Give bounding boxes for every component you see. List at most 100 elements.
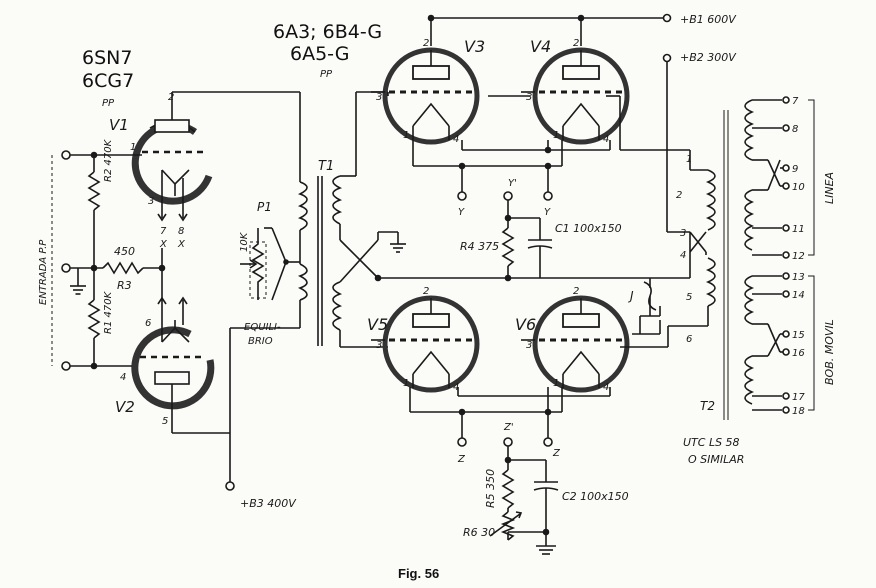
v12-pp: PP xyxy=(102,98,115,109)
tube-v4-pin-2: 3 xyxy=(526,92,532,103)
t2-12: 12 xyxy=(792,251,805,262)
v2-labels: V2 6 4 5 xyxy=(115,318,168,427)
input-network xyxy=(51,150,166,371)
v1-pin2: 2 xyxy=(168,92,174,103)
t2-p3: 3 xyxy=(680,228,686,239)
tube-v3-pin-3: 1 xyxy=(403,130,409,141)
upper-bias-wiring xyxy=(412,140,611,278)
b2-label: +B2 300V xyxy=(680,51,737,64)
notes: UTC LS 58 O SIMILAR Fig. 56 xyxy=(398,436,744,581)
b1-label: +B1 600V xyxy=(680,13,737,26)
b3-label: +B3 400V xyxy=(240,497,297,510)
tube-v6-pin-4: 4 xyxy=(603,382,609,393)
t2-9: 9 xyxy=(792,164,798,175)
lower-bias-labels: Z Z Z' R5 350 R6 30 C2 100x150 xyxy=(457,422,629,539)
t2-7: 7 xyxy=(792,96,799,107)
output-tubes: 2 3 1 4 2 3 1 4 2 3 1 4 2 3 1 4 xyxy=(371,38,630,393)
v6-label: V6 xyxy=(515,315,536,334)
y1: Y xyxy=(458,207,465,218)
bob-label: BOB. MOVIL xyxy=(823,319,836,385)
v1-pin1: 1 xyxy=(130,142,136,153)
tube-v3: 2 3 1 4 xyxy=(371,38,480,145)
v3456-type-1: 6A3; 6B4-G xyxy=(273,21,382,43)
v4-label: V4 xyxy=(530,37,551,56)
y-prime: Y' xyxy=(508,178,517,189)
tube-v4-pin-1: 2 xyxy=(573,38,579,49)
t2-p4: 4 xyxy=(680,250,686,261)
v1-xa: X xyxy=(159,239,168,250)
tube-v2 xyxy=(131,296,230,434)
v1-x7: 7 xyxy=(160,226,167,237)
lower-bias-wiring xyxy=(409,387,611,555)
tube-v4: 2 3 1 4 xyxy=(521,38,630,145)
tube-v1 xyxy=(131,91,230,222)
v1-labels: V1 2 1 3 7 8 X X xyxy=(109,92,186,250)
v5-label: V5 xyxy=(367,315,388,334)
tube-v4-pin-4: 4 xyxy=(603,134,609,145)
tube-v6-pin-3: 1 xyxy=(553,378,559,389)
tube-v3-pin-2: 3 xyxy=(376,92,382,103)
utc-note: UTC LS 58 xyxy=(683,436,740,449)
linea-label: LINEA xyxy=(823,172,836,204)
y2: Y xyxy=(544,207,551,218)
t2-8: 8 xyxy=(792,124,798,135)
t2-10: 10 xyxy=(792,182,805,193)
t2-15: 15 xyxy=(792,330,805,341)
tube-v5-pin-1: 2 xyxy=(423,286,429,297)
v12-type-2: 6CG7 xyxy=(82,70,134,92)
z-prime: Z' xyxy=(503,422,514,433)
entrada-label: ENTRADA P.P xyxy=(38,239,49,305)
t1-label: T1 xyxy=(318,159,334,174)
c2-label: C2 100x150 xyxy=(562,490,629,503)
t2-primary-labels: 1 2 3 4 5 6 J T2 xyxy=(628,154,715,413)
upper-bias-labels: Y Y Y' R4 375 C1 100x150 xyxy=(458,178,622,253)
v12-type-1: 6SN7 xyxy=(82,47,132,69)
z2: Z xyxy=(552,448,561,459)
b1-wiring xyxy=(427,13,690,233)
tube-v5: 2 3 1 4 xyxy=(371,286,480,393)
plate-to-t2 xyxy=(387,92,729,420)
v3-label: V3 xyxy=(464,37,485,56)
tube-v6-pin-1: 2 xyxy=(573,286,579,297)
v12-type-labels: 6SN7 6CG7 PP 6A3; 6B4-G 6A5-G PP xyxy=(82,21,382,109)
v3456-pp: PP xyxy=(320,69,333,80)
tube-v3-pin-4: 4 xyxy=(453,134,459,145)
tube-v4-pin-3: 1 xyxy=(553,130,559,141)
input-labels: ENTRADA P.P R2 470K R1 470K 450 R3 xyxy=(38,138,135,334)
t2-18: 18 xyxy=(792,406,805,417)
similar-note: O SIMILAR xyxy=(688,453,744,466)
output-tube-labels: V3 V4 V5 V6 xyxy=(367,37,551,334)
t2-p5: 5 xyxy=(686,292,692,303)
c1-label: C1 100x150 xyxy=(555,222,622,235)
t2-p1: 1 xyxy=(686,154,692,165)
r3-label: R3 xyxy=(117,279,132,292)
r6-label: R6 30 xyxy=(463,526,495,539)
t2-17: 17 xyxy=(792,392,805,403)
tube-v5-pin-3: 1 xyxy=(403,378,409,389)
t2-bob xyxy=(744,272,815,414)
j-label: J xyxy=(628,289,634,303)
tube-v5-pin-4: 4 xyxy=(453,382,459,393)
p1-label: P1 xyxy=(257,200,272,214)
v1-xb: X xyxy=(177,239,186,250)
tube-v5-pin-2: 3 xyxy=(376,340,382,351)
t2-linea xyxy=(744,96,815,259)
figure-caption: Fig. 56 xyxy=(398,566,439,581)
r4-label: R4 375 xyxy=(460,240,499,253)
v2-pin5: 5 xyxy=(162,416,168,427)
v2-label: V2 xyxy=(115,398,135,416)
tube-v6-pin-2: 3 xyxy=(526,340,532,351)
v1-x8: 8 xyxy=(178,226,184,237)
equil-2: BRIO xyxy=(248,336,273,347)
t2-p6: 6 xyxy=(686,334,692,345)
t2-linea-labels: 7 8 9 10 11 12 LINEA xyxy=(792,96,836,262)
equil-1: EQUILI- xyxy=(244,322,281,333)
tube-v3-pin-1: 2 xyxy=(423,38,429,49)
v2-pin6: 6 xyxy=(145,318,151,329)
v1-label: V1 xyxy=(109,116,129,134)
z1: Z xyxy=(457,454,466,465)
p1-t1-labels: P1 10K EQUILI- BRIO T1 xyxy=(239,159,334,347)
t2-11: 11 xyxy=(792,224,805,235)
